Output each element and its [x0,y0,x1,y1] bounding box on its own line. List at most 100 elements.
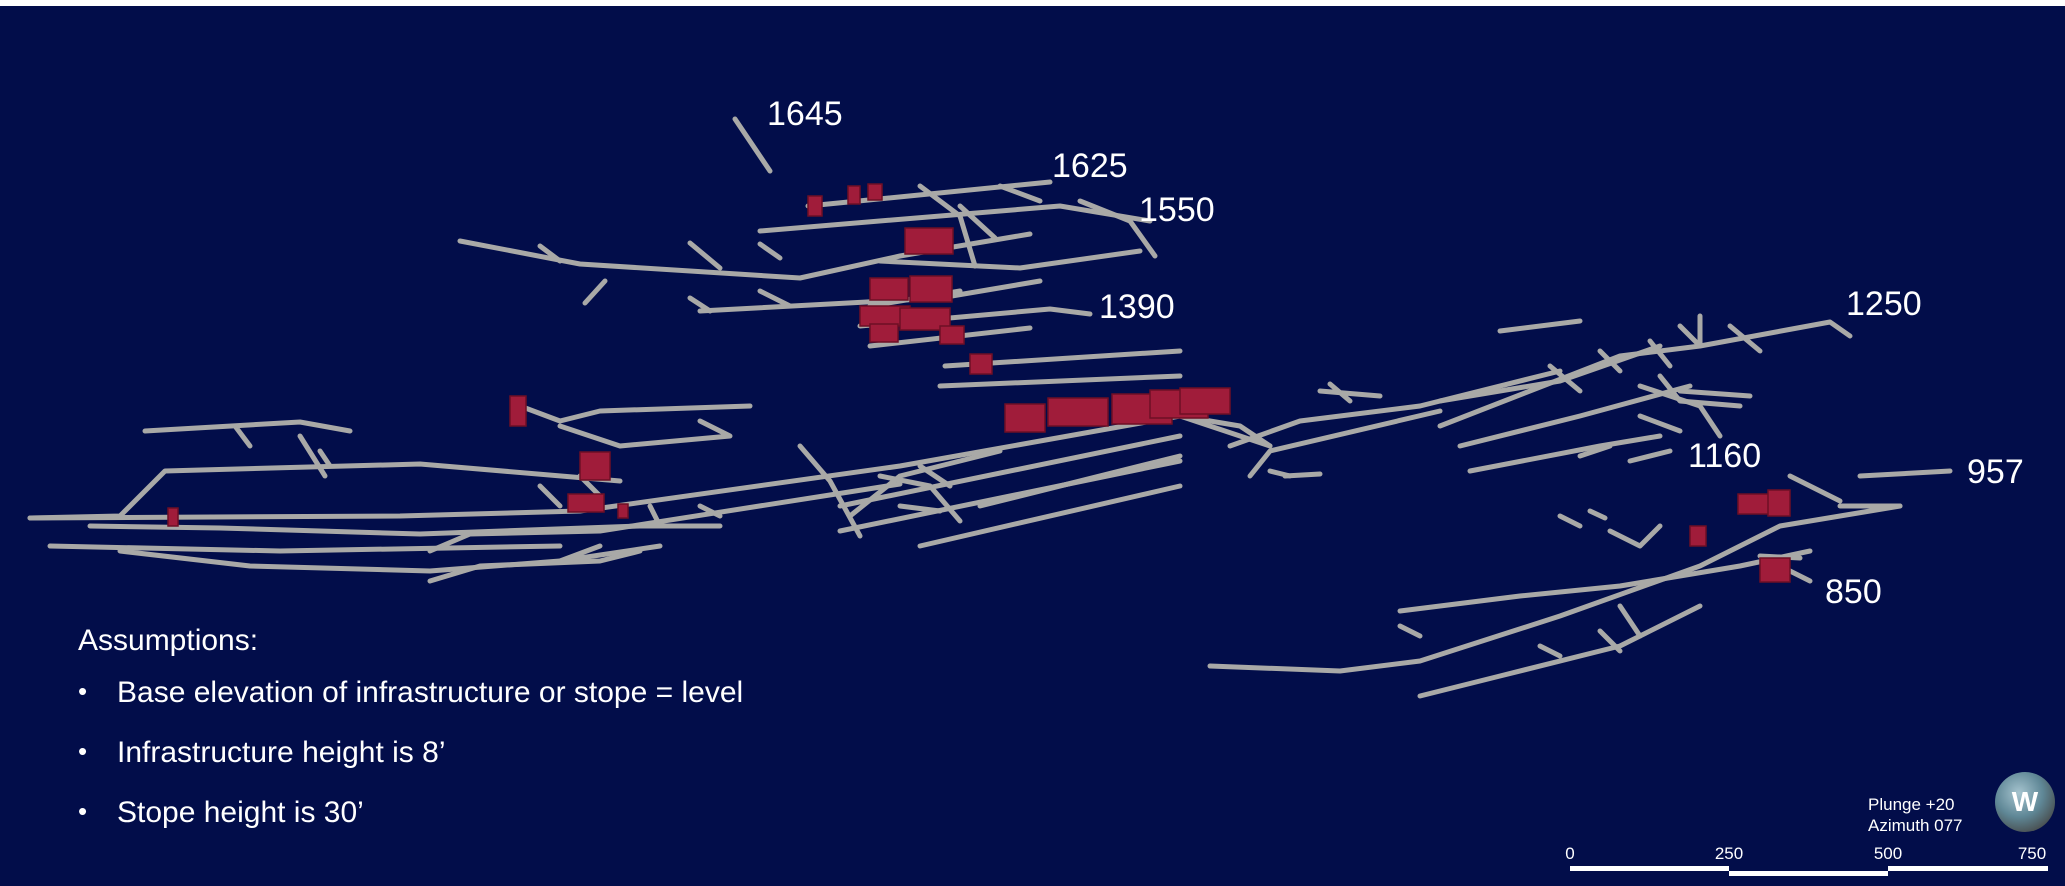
stope-block [1689,525,1707,547]
drift-network [27,116,1953,699]
drift-segment [47,543,563,554]
drift-segment [27,413,1273,521]
level-label-1645: 1645 [767,95,843,133]
scale-segment [1888,866,2048,871]
drift-segment [557,543,663,564]
drift-segment [1597,348,1623,374]
drift-segment [537,243,608,306]
azimuth-readout: Azimuth 077 [1868,816,1963,835]
level-label-1250: 1250 [1846,285,1922,323]
drift-segment [1457,383,1693,449]
assumptions-list: Base elevation of infrastructure or stop… [78,676,743,830]
drift-segment [1627,413,1683,464]
stope-block [939,325,965,345]
plunge-readout: Plunge +20 [1868,795,1955,814]
stope-block [567,493,605,513]
drift-segment [917,483,1183,549]
stope-block [1767,489,1791,517]
drift-segment [1637,383,1723,439]
stope-block [904,227,954,255]
drift-segment [427,548,643,584]
stope-block [867,183,883,201]
drift-segment [142,419,353,449]
level-label-1160: 1160 [1688,437,1762,475]
scale-segment [1729,871,1888,876]
drift-segment [1177,413,1273,449]
drift-segment [957,183,1043,241]
drift-segment [1247,408,1443,479]
assumption-item: Stope height is 30’ [78,796,743,830]
drift-segment [917,183,978,269]
drift-segment [87,523,723,537]
assumptions-title: Assumptions: [78,624,259,657]
drift-segment [1677,388,1753,399]
drift-segment [297,433,333,479]
drift-segment [847,448,1003,519]
stope-block [617,503,629,519]
drift-segment [1267,468,1323,479]
drift-segment [557,418,733,449]
stope-block [899,307,951,331]
stope-block [807,195,823,217]
drift-segment [647,503,723,529]
drift-segment [27,461,623,521]
drift-segment [1497,318,1583,334]
level-label-1625: 1625 [1052,147,1128,185]
scale-tick-label: 0 [1565,844,1575,863]
assumptions-panel: Assumptions: Base elevation of infrastru… [78,624,743,856]
drift-segment [1077,198,1158,259]
mine-3d-view: 1645 1625 1550 1390 1250 1160 957 850 As… [0,6,2065,886]
drift-segment [837,433,1183,509]
compass-icon[interactable]: W [1995,772,2055,832]
drift-segment [1677,313,1703,349]
drift-segment [1607,523,1663,549]
drift-segment [877,248,1143,271]
drift-segment [1787,468,1953,504]
stope-block [1759,557,1791,583]
stope-block [847,185,861,205]
view-orientation: Plunge +20 Azimuth 077 [1868,794,1963,836]
assumption-item: Infrastructure height is 8’ [78,736,743,770]
drift-segment [1317,381,1383,404]
drift-segment [1207,503,1903,674]
drift-segment [1417,603,1703,699]
drift-segment [1437,319,1853,429]
drift-segment [1727,323,1763,354]
drift-segment [1657,373,1743,409]
drift-segment [427,481,903,554]
scale-bar: 0 250 500 750 [1565,844,2048,876]
stope-block [1047,397,1109,427]
stope-block [509,395,527,427]
assumption-item: Base elevation of infrastructure or stop… [78,676,743,710]
drift-segment [1557,508,1608,529]
drift-segment [1437,343,1663,404]
stope-block [869,323,899,343]
stope-block [869,277,909,301]
stope-block [1004,403,1046,433]
level-label-850: 850 [1825,573,1882,611]
drift-segment [117,548,563,574]
stope-block [969,353,993,375]
drift-segment [1227,368,1563,449]
drift-segment [897,463,953,514]
drift-segment [977,453,1183,509]
level-label-957: 957 [1967,453,2024,491]
drift-segment [732,116,773,174]
stope-block [1179,387,1231,415]
scale-tick-label: 500 [1873,844,1903,863]
drift-segment [687,288,793,314]
drift-segment [877,473,963,524]
drift-segment [517,403,753,424]
drift-segment [1537,628,1623,659]
drift-segment [1397,603,1643,639]
level-label-1390: 1390 [1099,288,1175,326]
compass-letter: W [2011,786,2039,817]
drift-segment [1547,338,1673,394]
drift-segment [1467,433,1663,474]
scale-tick-label: 750 [2017,844,2047,863]
drift-segment [937,373,1183,389]
stope-blocks [167,183,1791,583]
stope-block [1737,493,1773,515]
scale-segment [1570,866,1729,871]
mine-model [27,116,1953,699]
